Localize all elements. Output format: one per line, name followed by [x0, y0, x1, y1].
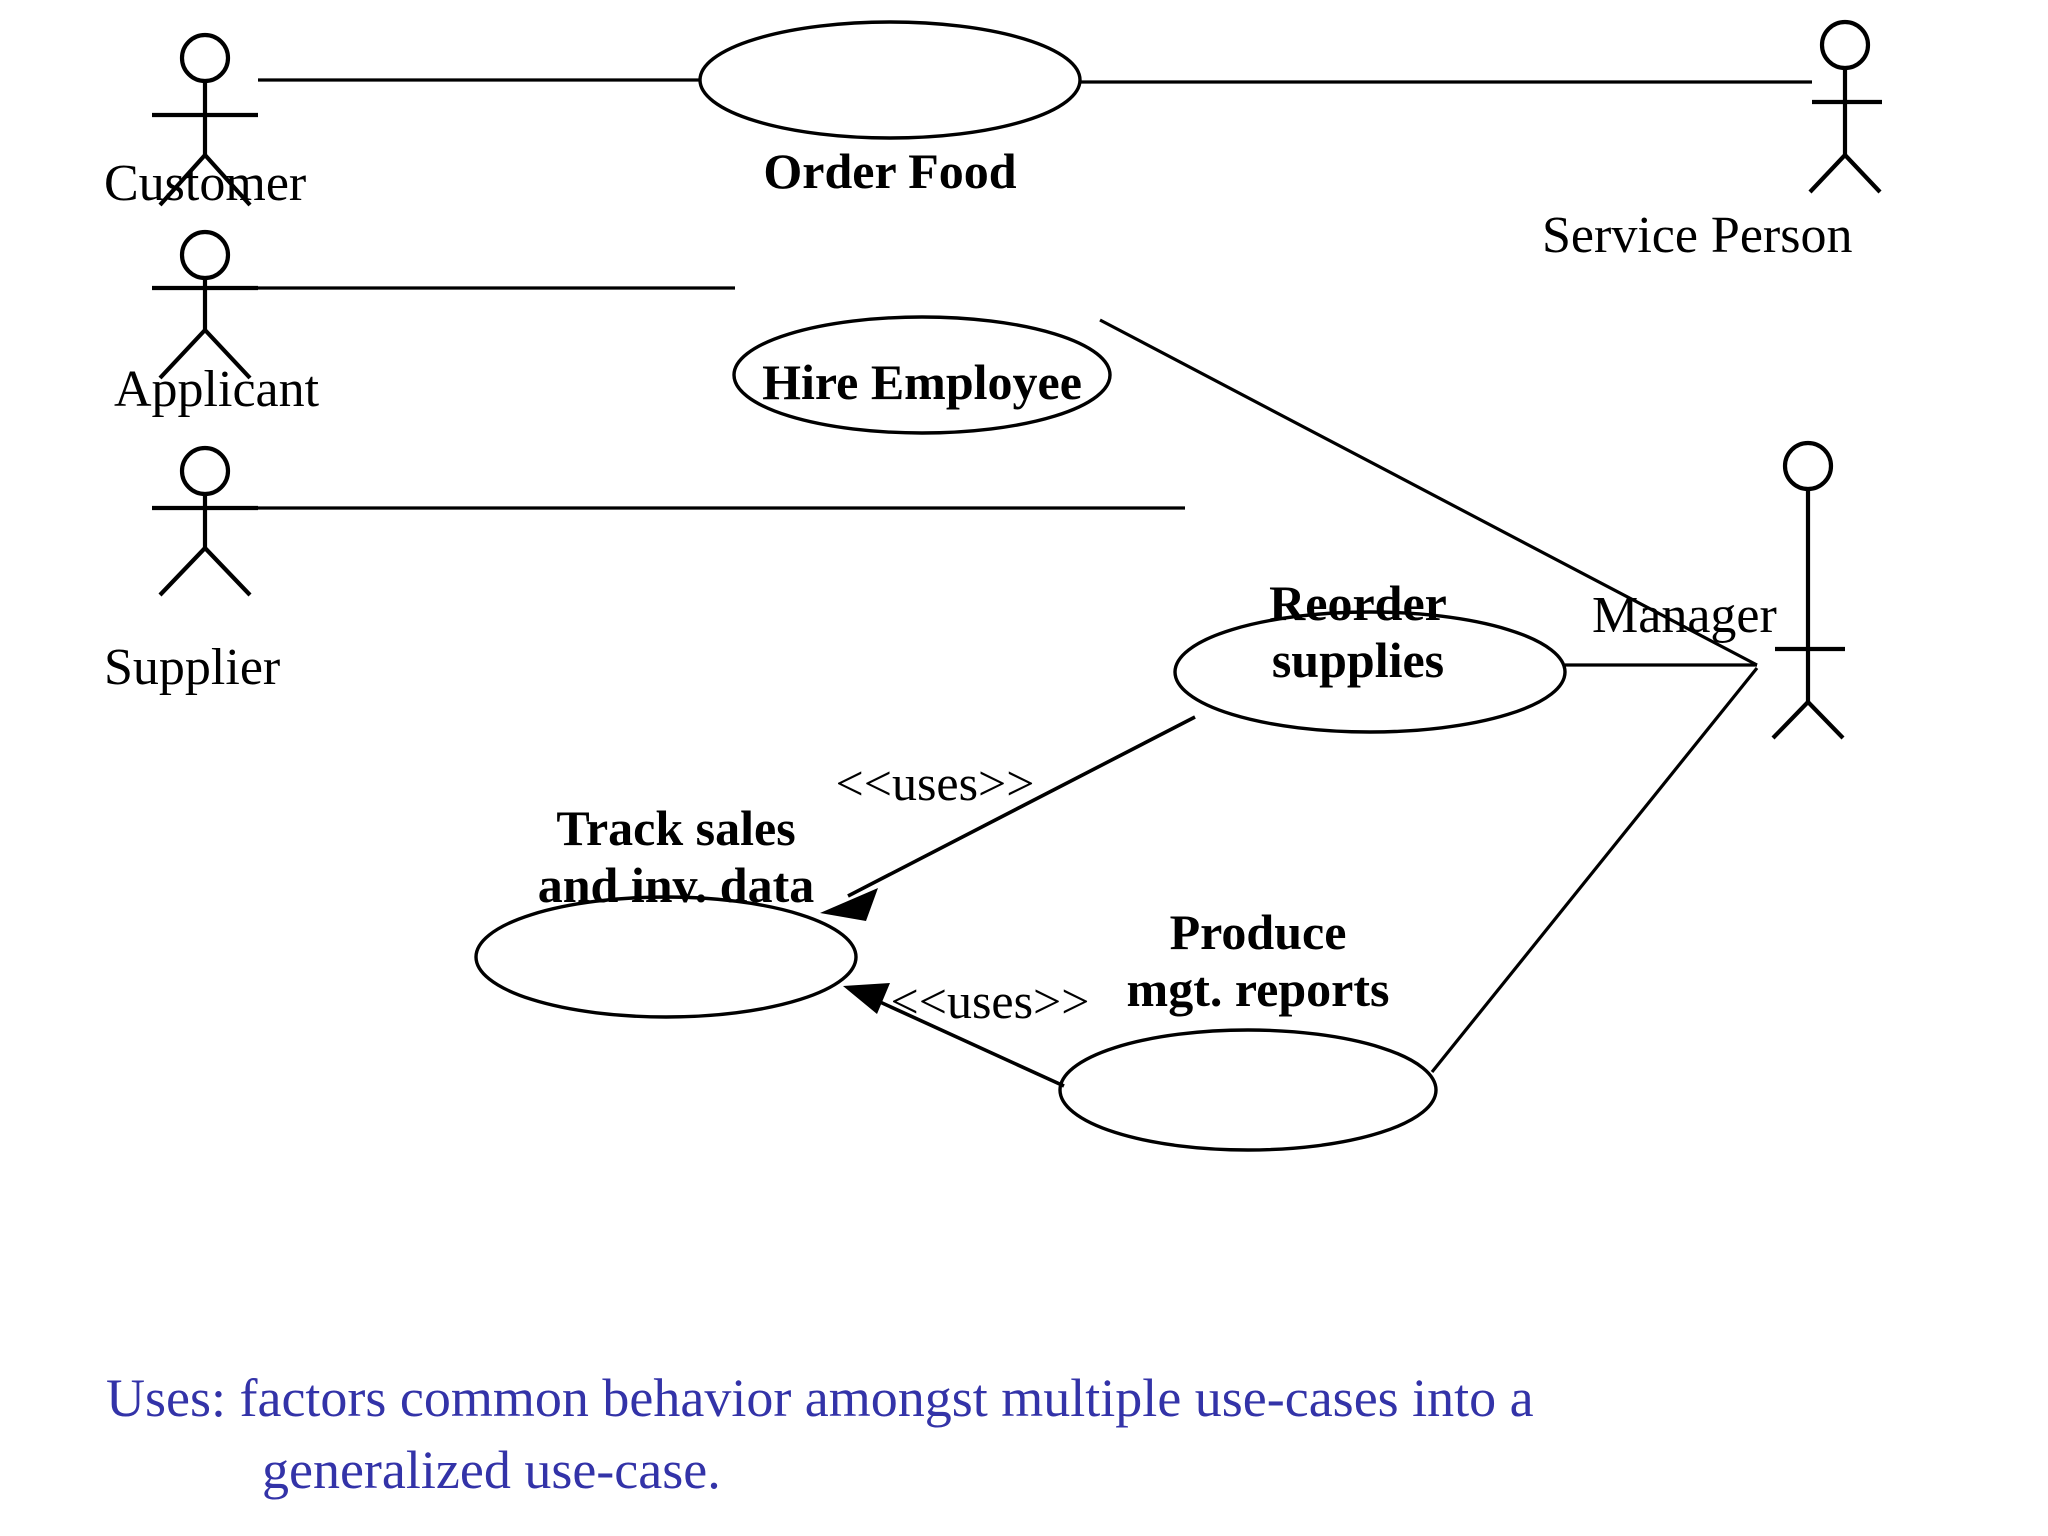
caption: Uses: factors common behavior amongst mu…	[106, 1368, 1534, 1500]
actor-applicant-right-leg	[203, 328, 252, 380]
actor-supplier-head-icon	[179, 445, 231, 497]
actor-supplier-right-leg	[203, 546, 252, 597]
uses-label-reorder-to-track: <<uses>>	[836, 755, 1035, 811]
actor-applicant[interactable]: Applicant	[114, 229, 320, 418]
uses-arrow-reorder-to-track-head	[820, 888, 878, 921]
actor-applicant-left-leg	[158, 328, 207, 380]
actor-service-person-right-leg	[1843, 153, 1882, 194]
actor-service-person-head-icon	[1819, 19, 1871, 71]
actor-supplier[interactable]: Supplier	[104, 445, 280, 696]
actor-customer-label: Customer	[104, 155, 306, 212]
actor-applicant-head-icon	[179, 229, 231, 281]
uses-arrow-produce-to-track-line	[879, 1000, 1065, 1088]
actor-service-person-left-leg	[1808, 153, 1847, 194]
use-case-track-sales-label-line1: Track sales	[556, 800, 795, 856]
uses-arrow-produce-to-track-head	[843, 983, 890, 1014]
uses-arrows: Track sales --> Track sales -->	[820, 715, 1196, 1088]
uses-arrow-reorder-to-track-line	[847, 715, 1196, 898]
caption-line-1: Uses: factors common behavior amongst mu…	[106, 1368, 1534, 1428]
use-case-ellipses	[474, 20, 1567, 1152]
use-case-track-sales-label-line2: and inv. data	[538, 857, 815, 913]
caption-line-2: generalized use-case.	[262, 1440, 721, 1500]
actor-service-person[interactable]: Service Person	[1542, 19, 1882, 264]
use-case-order-food-ellipse[interactable]	[698, 20, 1082, 140]
use-case-produce-reports-label: Produce mgt. reports	[1127, 904, 1390, 1017]
use-case-reorder-supplies-label-line1: Reorder	[1269, 575, 1447, 631]
actor-manager-left-leg	[1771, 700, 1810, 740]
use-case-reorder-supplies-label: Reorder supplies	[1269, 575, 1447, 688]
actor-customer-left-leg	[158, 153, 207, 207]
association-lines	[258, 78, 1812, 1074]
use-case-produce-reports-label-line2: mgt. reports	[1127, 961, 1390, 1017]
use-case-produce-reports-ellipse[interactable]	[1058, 1028, 1438, 1152]
use-case-reorder-supplies-label-line2: supplies	[1272, 632, 1444, 688]
actor-applicant-label: Applicant	[114, 361, 320, 418]
actor-customer-head-icon	[179, 32, 231, 84]
actor-supplier-left-leg	[158, 546, 207, 597]
actor-manager-head-icon	[1782, 440, 1834, 492]
actor-supplier-label: Supplier	[104, 639, 280, 696]
use-case-produce-reports-label-line1: Produce	[1170, 904, 1347, 960]
actor-service-person-label: Service Person	[1542, 207, 1852, 264]
actor-customer-right-leg	[203, 153, 252, 207]
actor-manager-right-leg	[1806, 700, 1845, 740]
use-case-hire-employee-label: Hire Employee	[762, 354, 1082, 410]
use-case-order-food-label: Order Food	[763, 143, 1016, 199]
actor-manager-label: Manager	[1592, 587, 1777, 644]
association-produce-reports-manager	[1430, 666, 1759, 1074]
uses-label-produce-to-track: <<uses>>	[891, 973, 1090, 1029]
use-case-track-sales-ellipse[interactable]	[474, 895, 858, 1019]
actor-customer[interactable]: Customer	[104, 32, 306, 212]
association-hire-employee-manager	[1099, 318, 1758, 667]
use-case-track-sales-label: Track sales and inv. data	[538, 800, 815, 913]
actor-manager[interactable]: Manager	[1592, 440, 1845, 740]
use-case-reorder-supplies-ellipse[interactable]	[1173, 610, 1567, 734]
use-case-hire-employee-ellipse[interactable]	[732, 315, 1112, 435]
